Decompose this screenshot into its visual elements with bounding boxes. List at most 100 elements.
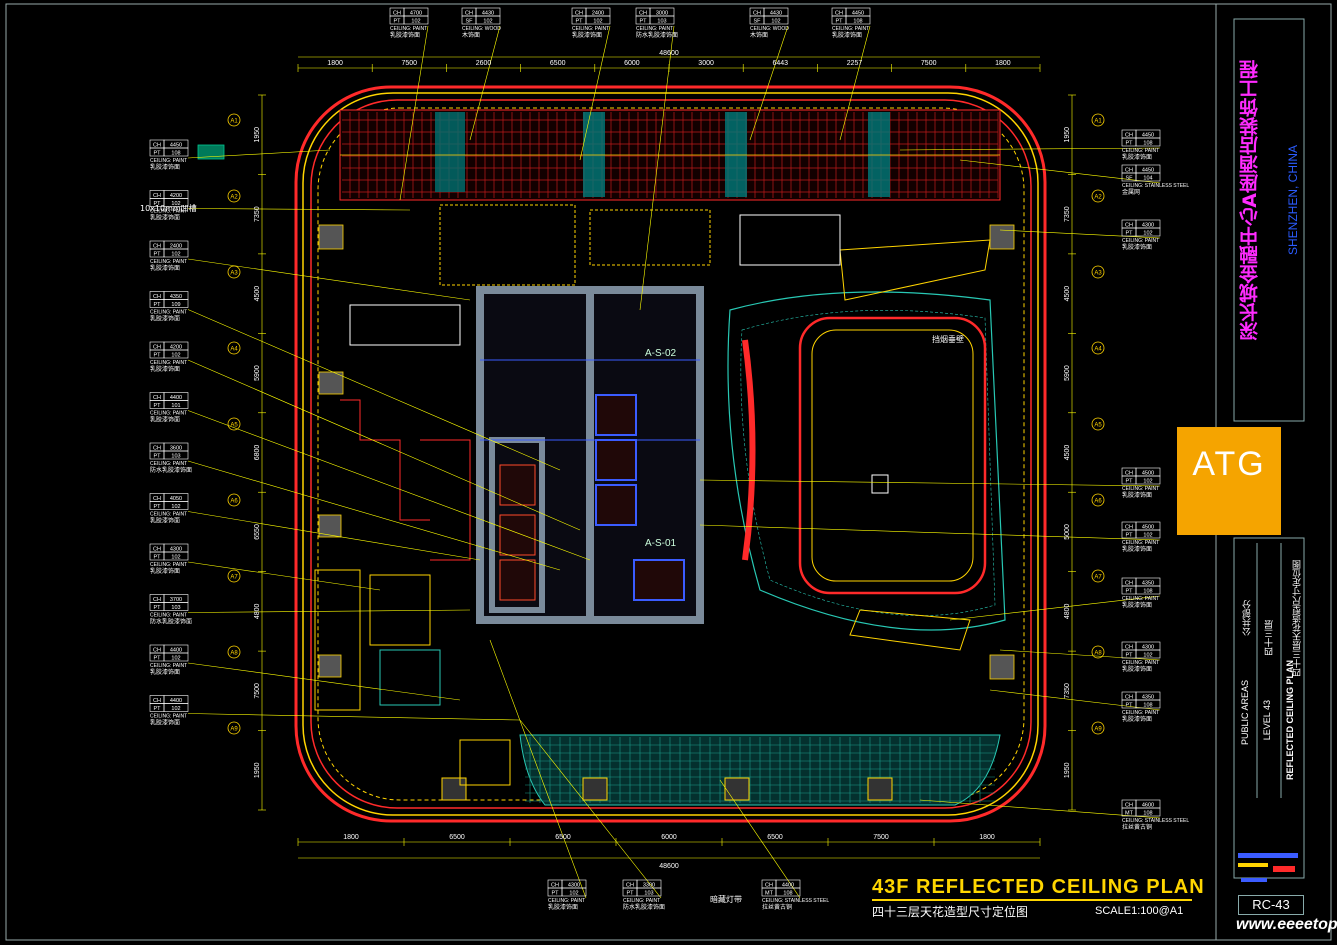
ceiling-tag-right-cn: 乳胶漆饰面 bbox=[1122, 665, 1152, 673]
ceiling-tag-top-cn: 乳胶漆饰面 bbox=[832, 31, 862, 39]
building-outline-3 bbox=[310, 99, 1032, 809]
columns bbox=[197, 144, 1015, 680]
ceiling-tag-right-cn: 拉丝黄古铜 bbox=[1122, 823, 1152, 831]
bottom-dim-value: 6500 bbox=[767, 834, 783, 841]
ceiling-tag-bottom-leader bbox=[519, 719, 662, 899]
north-ceiling-band bbox=[339, 109, 1001, 201]
ceiling-tag-top-pt-code: PT bbox=[639, 19, 647, 25]
ceiling-tag-top-cn: 木饰面 bbox=[750, 31, 768, 39]
ceiling-tag-left-desc: CEILING: PAINT bbox=[150, 158, 187, 164]
ceiling-tag-top-ch-code: CH bbox=[835, 11, 843, 17]
note-groove: 10x10mm凹槽 bbox=[140, 203, 197, 213]
ceiling-tag-top-pt-value: 102 bbox=[411, 19, 420, 25]
ceiling-tag-top-ch-code: CH bbox=[465, 11, 473, 17]
grid-bubble-right-label: A2 bbox=[1094, 195, 1102, 201]
grid-bubble-left-circle bbox=[227, 341, 241, 355]
ceiling-tag-top-cn: 木饰面 bbox=[462, 31, 480, 39]
ceiling-tag-bottom-pt-value: 102 bbox=[569, 891, 578, 897]
grid-bubble-left: A3 bbox=[227, 265, 241, 279]
ceiling-tag-left-desc: CEILING: PAINT bbox=[150, 613, 187, 619]
ceiling-tag-top-leader bbox=[639, 25, 675, 311]
ceiling-tag-bottom-leader bbox=[719, 779, 801, 899]
ceiling-tag-right-pt-code: MT bbox=[1125, 811, 1134, 817]
grid-bubble-left-label: A4 bbox=[230, 347, 238, 353]
right-dim-value: 5900 bbox=[1064, 365, 1071, 381]
ceiling-tag-left-pt-code: PT bbox=[153, 706, 161, 712]
ceiling-tag-top-ch-value: 4430 bbox=[482, 11, 494, 17]
grid-bubble-right-label: A7 bbox=[1094, 575, 1102, 581]
title-block bbox=[1233, 18, 1305, 940]
ceiling-tag-top-desc: CEILING: PAINT bbox=[832, 26, 869, 32]
ceiling-tag-top-pt-code: SF bbox=[465, 19, 473, 25]
drawing-subtitle: 四十三层天花造型尺寸定位图 bbox=[872, 905, 1029, 919]
ceiling-tag-bottom-ch-code: CH bbox=[765, 883, 773, 889]
ceiling-tag-right-pt-code: PT bbox=[1125, 533, 1133, 539]
grid-bubble-left: A2 bbox=[227, 189, 241, 203]
ceiling-tag-right-box bbox=[1135, 585, 1161, 595]
ceiling-tag-left-pt-code: PT bbox=[153, 555, 161, 561]
ceiling-tag-top-leader bbox=[469, 25, 501, 141]
ceiling-tag-left-leader bbox=[187, 258, 471, 301]
ceiling-tag-right-box bbox=[1135, 699, 1161, 709]
ceiling-tag-right-box bbox=[1135, 475, 1161, 485]
logo-text: ATG bbox=[1192, 445, 1266, 483]
ceiling-tag-top-pt-value: 102 bbox=[771, 19, 780, 25]
grid-bubble-right-circle bbox=[1091, 189, 1105, 203]
ceiling-tag-left-pt-code: PT bbox=[153, 454, 161, 460]
overall-dim-bottom-value: 48600 bbox=[659, 863, 679, 870]
ceiling-tag-top-ch-value: 2400 bbox=[592, 11, 604, 17]
ceiling-tag-right-pt-code: SF bbox=[1125, 176, 1133, 182]
ceiling-tag-left-pt-code: PT bbox=[153, 151, 161, 157]
ceiling-tag-left-leader bbox=[187, 410, 591, 561]
ceiling-tag-bottom-cn: 防水乳胶漆饰面 bbox=[623, 903, 665, 911]
ceiling-tag-left-ch-code: CH bbox=[153, 345, 161, 351]
ceiling-tag-right-desc: CEILING: PAINT bbox=[1122, 540, 1159, 546]
ceiling-tag-left-cn: 乳胶漆饰面 bbox=[150, 416, 180, 424]
grid-bubble-left-label: A3 bbox=[230, 271, 238, 277]
ceiling-tag-top-ch-value: 4430 bbox=[770, 11, 782, 17]
ceiling-tag-top-leader bbox=[839, 25, 871, 141]
core-label-1: A-S-02 bbox=[645, 348, 677, 359]
grid-bubble-left-label: A7 bbox=[230, 575, 238, 581]
ceiling-tag-left-ch-code: CH bbox=[153, 547, 161, 553]
ceiling-tag-top-desc: CEILING: PAINT bbox=[390, 26, 427, 32]
grid-bubble-left-label: A1 bbox=[230, 119, 238, 125]
ceiling-tag-right-cn: 乳胶漆饰面 bbox=[1122, 243, 1152, 251]
left-dim-value: 4500 bbox=[254, 286, 261, 302]
right-dim-value: 4500 bbox=[1064, 445, 1071, 461]
area-en: PUBLIC AREAS bbox=[1240, 680, 1250, 746]
grid-bubble-right: A3 bbox=[1091, 265, 1105, 279]
left-dim-value: 6800 bbox=[254, 445, 261, 461]
ceiling-tag-left-leader bbox=[187, 149, 331, 159]
ceiling-tag-left-pt-code: PT bbox=[153, 504, 161, 510]
ceiling-tag-left-box bbox=[163, 652, 189, 662]
ceiling-tag-top-desc: CEILING: PAINT bbox=[636, 26, 673, 32]
title-underline bbox=[872, 899, 1192, 901]
top-dim-value: 2600 bbox=[476, 60, 492, 67]
building-outline-2 bbox=[302, 92, 1039, 816]
ceiling-tag-left-box bbox=[163, 198, 189, 207]
ceiling-tag-right-pt-value: 102 bbox=[1143, 479, 1152, 485]
plan-cn: 四十三层天花造型尺寸定位图 bbox=[1292, 560, 1302, 677]
ceiling-tag-left-ch-value: 4200 bbox=[170, 345, 182, 351]
building-outline-outer bbox=[294, 85, 1047, 823]
grid-bubble-left: A5 bbox=[227, 417, 241, 431]
grid-bubble-left-label: A9 bbox=[230, 727, 238, 733]
grid-bubble-right-label: A9 bbox=[1094, 727, 1102, 733]
ceiling-tag-left-cn: 防水乳胶漆饰面 bbox=[150, 618, 192, 626]
ceiling-tag-right-leader bbox=[989, 689, 1161, 711]
core-label-2: A-S-01 bbox=[645, 538, 677, 549]
project-name-en: SHENZHEN, CHINA bbox=[1286, 145, 1300, 256]
ceiling-tag-left-box bbox=[163, 400, 189, 409]
top-dim-value: 3000 bbox=[698, 60, 714, 67]
ceiling-tag-left-ch-code: CH bbox=[153, 193, 161, 199]
ceiling-tag-left-desc: CEILING: PAINT bbox=[150, 562, 187, 568]
ceiling-tag-top-pt-value: 102 bbox=[483, 19, 492, 25]
right-dim-value: 4500 bbox=[1064, 286, 1071, 302]
ceiling-tag-left-desc: CEILING: PAINT bbox=[150, 310, 187, 316]
ceiling-tag-right-cn: 金属网 bbox=[1122, 188, 1140, 196]
ceiling-tag-top-cn: 防水乳胶漆饰面 bbox=[636, 31, 678, 39]
